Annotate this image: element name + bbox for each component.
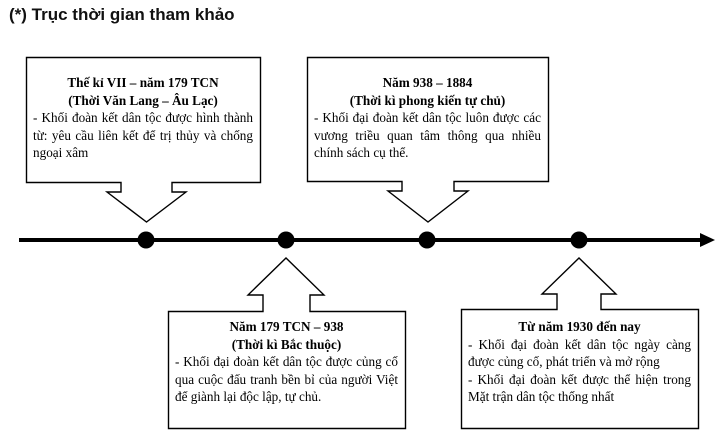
callout-shape-2 bbox=[167, 257, 407, 430]
period-box-2: Năm 179 TCN – 938 (Thời kì Bắc thuộc) - … bbox=[169, 314, 405, 410]
period-box-4: Từ năm 1930 đến nay - Khối đại đoàn kết … bbox=[462, 314, 698, 410]
timeline-point-3 bbox=[418, 231, 436, 249]
callout-shape-1 bbox=[25, 56, 262, 223]
timeline-point-4 bbox=[570, 231, 588, 249]
period-description: - Khối đoàn kết dân tộc được hình thành … bbox=[33, 110, 253, 160]
callout-shape-3 bbox=[306, 56, 550, 223]
callout-shape-4 bbox=[460, 257, 700, 430]
period-description: - Khối đại đoàn kết dân tộc ngày càng đư… bbox=[468, 336, 691, 370]
timeline-point-2 bbox=[277, 231, 295, 249]
period-title: Năm 938 – 1884 bbox=[382, 75, 473, 90]
period-subtitle: (Thời Văn Lang – Âu Lạc) bbox=[68, 92, 218, 108]
period-title: Năm 179 TCN – 938 bbox=[229, 319, 344, 334]
period-description: - Khối đại đoàn kết dân tộc được củng cố… bbox=[175, 354, 398, 404]
period-box-3: Năm 938 – 1884 (Thời kì phong kiến tự ch… bbox=[308, 70, 548, 166]
period-title: Từ năm 1930 đến nay bbox=[518, 319, 641, 334]
period-description-2: - Khối đại đoàn kết được thể hiện trong … bbox=[468, 371, 691, 405]
period-box-1: Thế kỉ VII – năm 179 TCN (Thời Văn Lang … bbox=[27, 70, 260, 166]
page-heading: (*) Trục thời gian tham khảo bbox=[9, 5, 235, 24]
period-title: Thế kỉ VII – năm 179 TCN bbox=[67, 75, 219, 90]
timeline-point-1 bbox=[137, 231, 155, 249]
period-description: - Khối đại đoàn kết dân tộc luôn được cá… bbox=[314, 110, 541, 160]
timeline-arrowhead bbox=[700, 233, 715, 247]
period-subtitle: (Thời kì Bắc thuộc) bbox=[231, 336, 342, 352]
period-subtitle: (Thời kì phong kiến tự chủ) bbox=[349, 92, 506, 108]
